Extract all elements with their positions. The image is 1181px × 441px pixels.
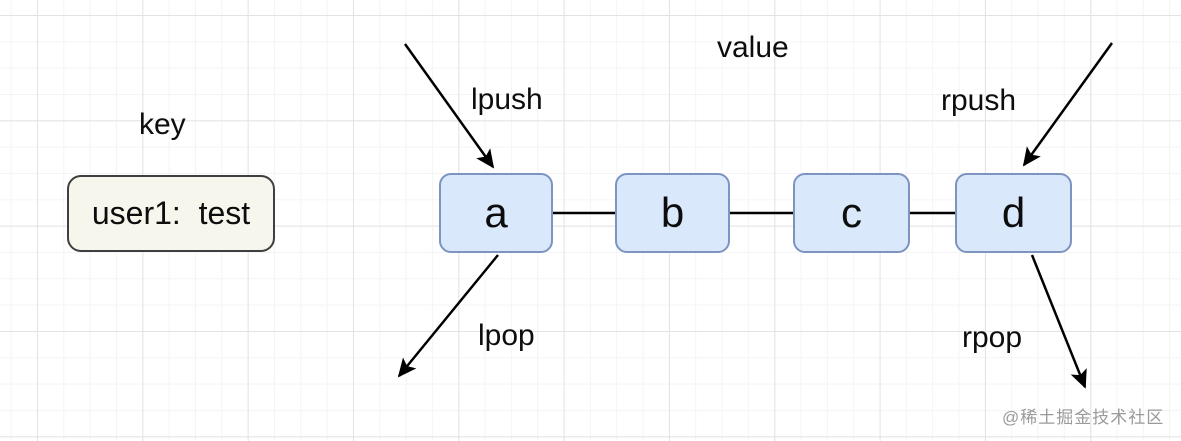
- watermark: @稀土掘金技术社区: [1002, 408, 1165, 427]
- list-node-b: b: [615, 173, 730, 253]
- list-node-c: c: [793, 173, 910, 253]
- lpush-label: lpush: [471, 83, 543, 116]
- key-label: key: [139, 108, 186, 141]
- lpop-label: lpop: [478, 319, 535, 352]
- list-node-a-label: a: [484, 189, 508, 236]
- rpush-arrow: [1022, 42, 1114, 167]
- list-node-a: a: [439, 173, 553, 253]
- list-node-d: d: [955, 173, 1072, 253]
- key-node-text: user1: test: [91, 195, 251, 231]
- lpop-arrow: [397, 254, 499, 378]
- value-label: value: [717, 31, 789, 64]
- rpush-label: rpush: [941, 84, 1017, 117]
- rpop-arrow: [1030, 254, 1087, 389]
- key-node: user1: test: [67, 175, 275, 252]
- list-node-c-label: c: [841, 189, 862, 236]
- rpop-label: rpop: [962, 321, 1023, 354]
- list-node-d-label: d: [1001, 189, 1026, 236]
- list-node-b-label: b: [660, 189, 685, 236]
